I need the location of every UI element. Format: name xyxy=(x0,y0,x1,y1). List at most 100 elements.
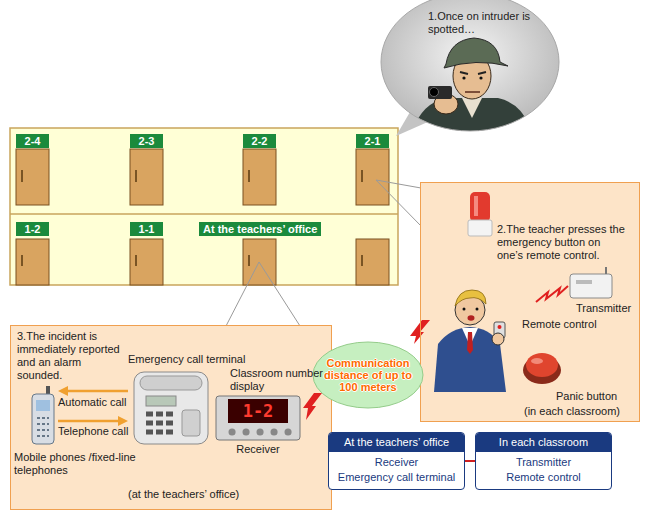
call-label: Telephone call xyxy=(58,425,128,438)
room-tag: 2-4 xyxy=(16,134,49,148)
room-tag: 2-2 xyxy=(243,134,276,148)
display-digits: 1-2 xyxy=(228,399,288,423)
intruder-eye xyxy=(479,76,482,79)
connector-line xyxy=(465,460,475,462)
part-label: Remote control xyxy=(522,318,597,331)
text-area: Communication distance of up to 100 mete… xyxy=(312,341,424,409)
door xyxy=(16,239,49,285)
phone-screen xyxy=(36,400,50,411)
room-tag: 2-1 xyxy=(356,134,389,148)
mobile-phone xyxy=(32,394,54,444)
door xyxy=(130,149,163,205)
transmitter-body xyxy=(570,274,612,298)
teacher-suit xyxy=(434,327,506,392)
callout-leader xyxy=(376,180,421,226)
room-number: 2-4 xyxy=(20,134,45,148)
siren-base xyxy=(468,220,492,236)
range-oval: Communication distance of up to 100 mete… xyxy=(312,341,424,409)
call-arrow xyxy=(58,420,120,423)
teacher-mouth xyxy=(468,315,475,321)
siren-highlight xyxy=(474,196,478,216)
intruder-brows xyxy=(460,72,486,74)
location-note: (in each classroom) xyxy=(524,405,620,418)
door xyxy=(356,149,389,205)
part-label: Receiver xyxy=(216,443,300,456)
transmitter-slot xyxy=(576,280,592,284)
room-number: 2-2 xyxy=(247,134,272,148)
bubble-border xyxy=(381,0,559,131)
part-label: Panic button xyxy=(556,390,617,403)
panel-fill xyxy=(10,325,332,510)
device-name: Emergency call terminal xyxy=(329,470,464,489)
teacher-eye xyxy=(476,308,479,311)
callout-leader xyxy=(226,262,300,326)
receiver-display xyxy=(228,399,288,423)
terminal-keypad xyxy=(146,414,173,432)
call-arrowhead xyxy=(58,386,68,396)
terminal-screen xyxy=(146,396,176,406)
panic-button-highlight xyxy=(531,358,543,364)
room-number: 1-2 xyxy=(20,222,45,236)
door xyxy=(16,149,49,205)
teacher-eye xyxy=(463,308,466,311)
panel-fill xyxy=(420,182,640,422)
bubble-fill xyxy=(381,0,559,131)
teacher-tie xyxy=(467,332,473,354)
floor-divider xyxy=(10,213,398,215)
panic-button-top xyxy=(526,353,558,377)
intruder-figure xyxy=(410,38,534,140)
terminal-handset xyxy=(140,376,202,390)
speech-bubble: 1.Once on intruder is spotted… xyxy=(382,0,562,130)
step-caption: 3.The incident is immediately reported a… xyxy=(17,330,127,382)
step-panel: 3.The incident is immediately reported a… xyxy=(10,325,332,510)
range-text: Communication distance of up to 100 mete… xyxy=(324,357,412,393)
room-tag: 1-1 xyxy=(130,222,163,236)
location-note: (at the teachers’ office) xyxy=(128,488,239,501)
call-arrow xyxy=(66,390,128,393)
call-arrowhead xyxy=(118,416,128,426)
teacher-hair xyxy=(455,290,486,306)
text-area: 3.The incident is immediately reported a… xyxy=(17,330,127,382)
part-label: Transmitter xyxy=(576,302,631,315)
box-heading: In each classroom xyxy=(476,433,611,452)
office-tag: At the teachers’ office xyxy=(199,222,321,236)
part-label: Classroom number display xyxy=(230,367,328,393)
remote-button xyxy=(498,325,502,329)
phone-keys xyxy=(37,418,49,436)
step-caption: 2.The teacher presses the emergency butt… xyxy=(497,223,629,262)
device-name: Transmitter xyxy=(476,452,611,470)
pistol-barrel xyxy=(430,88,439,97)
part-label: Mobile phones /fixed-line telephones xyxy=(14,451,144,477)
receiver-unit xyxy=(216,396,300,440)
location-box: At the teachers’ officeReceiverEmergency… xyxy=(328,432,465,490)
door-handles xyxy=(22,170,362,266)
room-tag: 2-3 xyxy=(130,134,163,148)
text-area: 1.Once on intruder is spotted… xyxy=(428,10,532,36)
device-name: Receiver xyxy=(329,452,464,470)
door xyxy=(243,149,276,205)
box-heading: At the teachers’ office xyxy=(329,433,464,452)
receiver-buttons xyxy=(232,429,288,436)
room-number: 2-3 xyxy=(134,134,159,148)
door xyxy=(356,239,389,285)
call-terminal xyxy=(134,372,208,444)
pistol xyxy=(428,86,452,99)
room-name: At the teachers’ office xyxy=(203,222,317,236)
intruder-cap xyxy=(444,38,508,68)
door xyxy=(130,239,163,285)
location-box: In each classroomTransmitterRemote contr… xyxy=(475,432,612,490)
building-plan xyxy=(10,128,398,285)
radio-signal xyxy=(536,286,568,302)
text-area: 2.The teacher presses the emergency butt… xyxy=(497,223,629,262)
device-name: Remote control xyxy=(476,470,611,489)
call-label: Automatic call xyxy=(58,396,126,409)
intruder-eye xyxy=(462,76,465,79)
step-caption: 1.Once on intruder is spotted… xyxy=(428,10,532,36)
siren-lamp xyxy=(470,192,490,222)
teacher-hand xyxy=(492,333,504,345)
room-number: 2-1 xyxy=(360,134,385,148)
part-label: Emergency call terminal xyxy=(128,353,245,366)
transmitter-antenna xyxy=(605,267,607,274)
oval-outline xyxy=(313,342,423,408)
